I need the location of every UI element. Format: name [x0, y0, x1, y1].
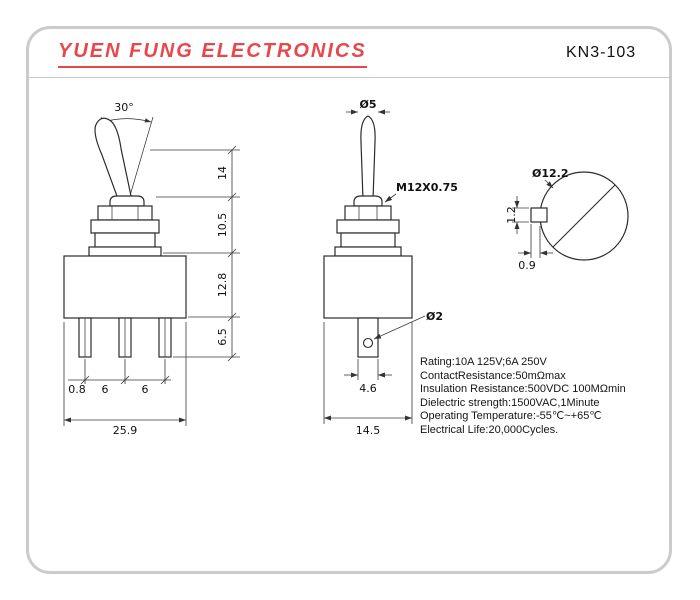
- side-dim-terminal-width: 4.6: [359, 382, 377, 395]
- front-dim-terminal-length: 6.5: [216, 328, 229, 346]
- spec-line: Electrical Life:20,000Cycles.: [420, 423, 559, 436]
- panel-cutout-drawing: Ø12.2 1.2 0.9: [505, 167, 629, 272]
- cutout-dimension-lines: [512, 196, 553, 258]
- switch-body-front: [63, 255, 187, 319]
- spec-line: Operating Temperature:-55℃~+65℃: [420, 410, 602, 422]
- hole-dia-label: Ø2: [426, 310, 443, 323]
- cutout-dia-label: Ø12.2: [532, 167, 569, 180]
- front-dim-lever-height: 14: [216, 166, 229, 180]
- side-view-drawing: Ø5 M12X0.75 Ø2 4.6 14.5: [323, 98, 458, 437]
- terminal-hole: [362, 337, 374, 349]
- front-dim-body-height: 12.8: [216, 273, 229, 298]
- front-view-drawing: 30°: [63, 101, 240, 437]
- front-dim-pin-pitch-2: 6: [142, 383, 149, 396]
- side-lever-dia-label: Ø5: [359, 98, 376, 111]
- toggle-lever-front: [94, 117, 134, 209]
- switch-body-side: [323, 255, 413, 319]
- front-dim-overall-width: 25.9: [113, 424, 138, 437]
- spec-line: Rating:10A 125V;6A 250V: [420, 356, 547, 368]
- cutout-dim-keyway-width: 1.2: [505, 206, 518, 224]
- brand-text: YUEN FUNG ELECTRONICS: [58, 40, 367, 62]
- specs-block: Rating:10A 125V;6A 250V ContactResistanc…: [420, 356, 675, 437]
- front-angle-label: 30°: [114, 101, 134, 114]
- pivot-dome-side: [353, 195, 383, 207]
- front-dim-terminal-thickness: 0.8: [68, 383, 86, 396]
- front-dim-bushing-height: 10.5: [216, 213, 229, 238]
- spec-line: Dielectric strength:1500VAC,1Minute: [420, 396, 600, 409]
- spec-line: ContactResistance:50mΩmax: [420, 369, 566, 382]
- brand-logo: YUEN FUNG ELECTRONICS: [58, 40, 367, 68]
- header-divider: [29, 77, 671, 78]
- thread-spec-label: M12X0.75: [396, 181, 458, 194]
- keyway-notch: [530, 207, 548, 223]
- toggle-lever-side: [360, 115, 376, 201]
- front-dim-pin-pitch-1: 6: [102, 383, 109, 396]
- cutout-dim-keyway-depth: 0.9: [518, 259, 536, 272]
- front-dimension-lines: [63, 145, 240, 426]
- side-dimension-lines: [323, 322, 413, 424]
- spec-line: Insulation Resistance:500VDC 100MΩmin: [420, 383, 626, 395]
- side-dim-overall-depth: 14.5: [356, 424, 381, 437]
- pivot-dome-front: [109, 195, 145, 207]
- model-number: KN3-103: [566, 44, 637, 61]
